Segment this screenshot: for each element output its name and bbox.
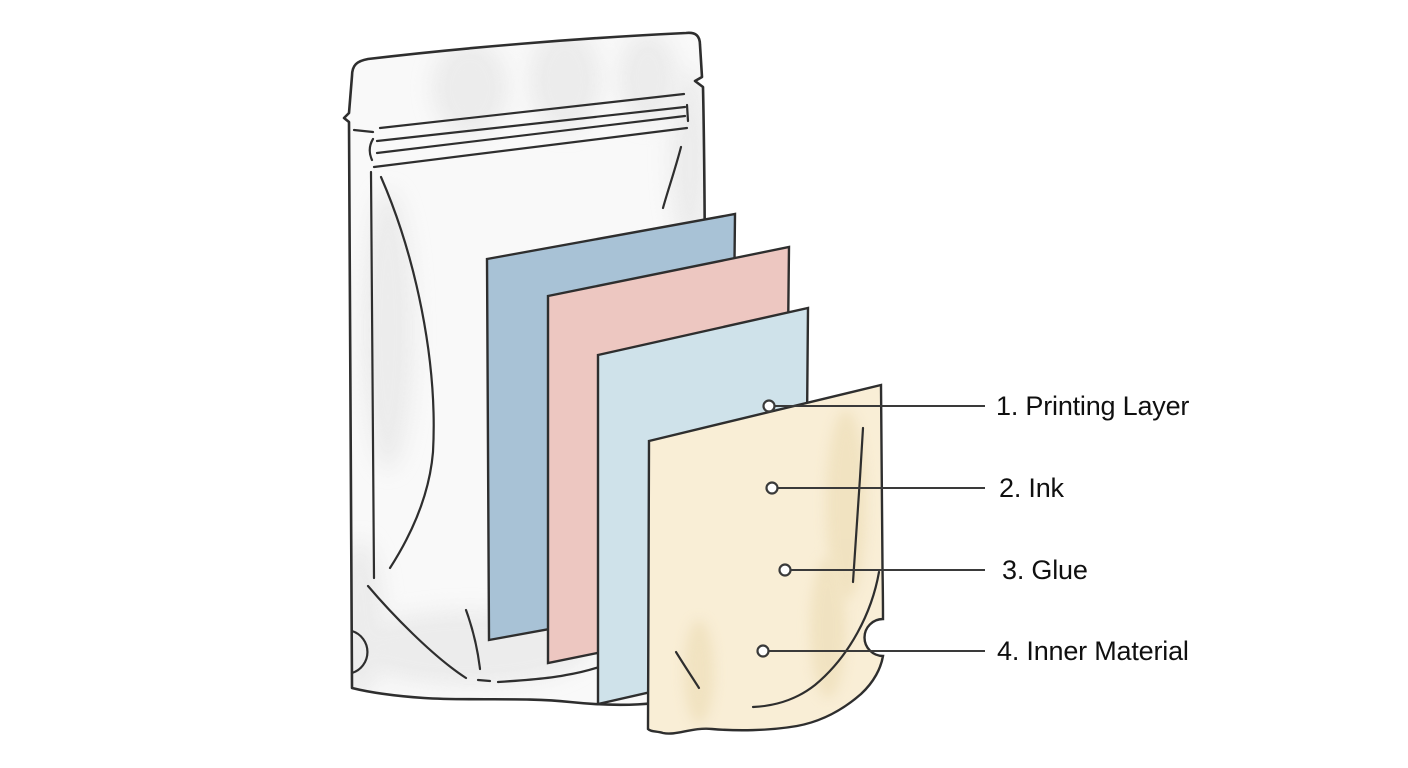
callout-dot-inner-material — [756, 644, 770, 658]
callout-dot-glue — [778, 563, 792, 577]
right-crease — [661, 145, 683, 210]
callout-dot-ink — [765, 481, 779, 495]
inner-material-layer — [646, 383, 885, 735]
zipper-line-4 — [372, 126, 689, 169]
left-long-crease — [379, 175, 435, 570]
pouch-zipper — [352, 92, 690, 169]
bottom-left-round-gusset — [350, 629, 369, 675]
left-seam-line — [369, 170, 376, 580]
callout-label-printing-layer: 1. Printing Layer — [996, 391, 1189, 421]
zipper-left-tick — [368, 137, 375, 162]
callout-dot-printing-layer — [762, 399, 776, 413]
inner-material-vertical-crease — [851, 426, 865, 584]
zipper-left-stub — [352, 128, 375, 134]
zipper-line-2 — [375, 105, 687, 143]
callouts: 1. Printing Layer 2. Ink 3. Glue 4. Inne… — [756, 391, 1190, 666]
zipper-line-3 — [375, 114, 687, 155]
zipper-line-1 — [378, 92, 686, 130]
gusset-dash — [476, 678, 492, 683]
callout-label-ink: 2. Ink — [999, 473, 1065, 503]
inner-material-gusset-curve — [751, 570, 881, 709]
gusset-small-crease — [464, 608, 482, 671]
callout-label-glue: 3. Glue — [1002, 555, 1088, 585]
zipper-right-tick — [685, 103, 690, 123]
inner-material-small-crease — [674, 650, 701, 690]
callout-label-inner-material: 4. Inner Material — [997, 636, 1189, 666]
gusset-diagonal — [366, 584, 468, 680]
